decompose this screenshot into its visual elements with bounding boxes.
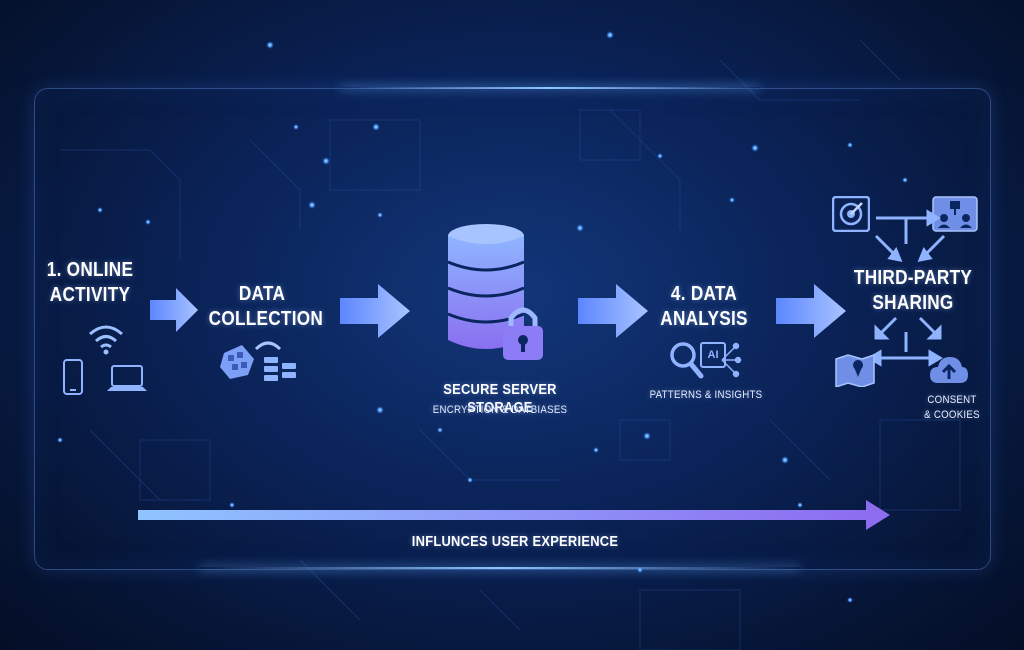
smartphone-icon bbox=[63, 359, 83, 395]
share-connector-arrows bbox=[867, 209, 946, 367]
lock-icon bbox=[503, 307, 543, 360]
map-icon bbox=[835, 353, 875, 387]
storage-subtitle: ENCRYPTION & DATBIASES bbox=[432, 404, 568, 416]
step-third-party-sharing-label: THIRD-PARTY SHARING bbox=[853, 267, 973, 314]
panel-bottom-glow bbox=[200, 567, 800, 569]
target-icon bbox=[832, 196, 870, 232]
flow-arrow-2 bbox=[340, 284, 410, 338]
step-data-collection-label: DATA COLLECTION bbox=[208, 283, 324, 330]
ai-chip-icon: AI bbox=[700, 342, 726, 368]
data-collect-icon bbox=[220, 341, 296, 381]
panel-top-glow bbox=[340, 87, 760, 89]
laptop-icon bbox=[107, 365, 147, 391]
flow-arrow-1 bbox=[150, 288, 198, 332]
experience-label: INFLUNCES USER EXPERIENCE bbox=[411, 533, 619, 550]
storage-title: SECURE SERVER STORAGE bbox=[443, 381, 557, 416]
experience-arrow bbox=[138, 500, 890, 530]
wifi-icon bbox=[89, 325, 123, 355]
magnifier-icon bbox=[670, 342, 704, 379]
sharing-subtitle: CONSENT & COOKIES bbox=[924, 394, 980, 421]
step-data-analysis-label: 4. DATA ANALYSIS bbox=[660, 283, 748, 330]
cloud-upload-icon bbox=[930, 357, 968, 383]
flow-arrow-4 bbox=[776, 284, 846, 338]
analysis-subtitle: PATTERNS & INSIGHTS bbox=[649, 389, 763, 401]
step-online-activity-label: 1. ONLINE ACTIVITY bbox=[46, 259, 134, 306]
flow-arrow-3 bbox=[578, 284, 648, 338]
network-nodes-icon bbox=[721, 342, 742, 378]
database-icon bbox=[447, 224, 525, 349]
